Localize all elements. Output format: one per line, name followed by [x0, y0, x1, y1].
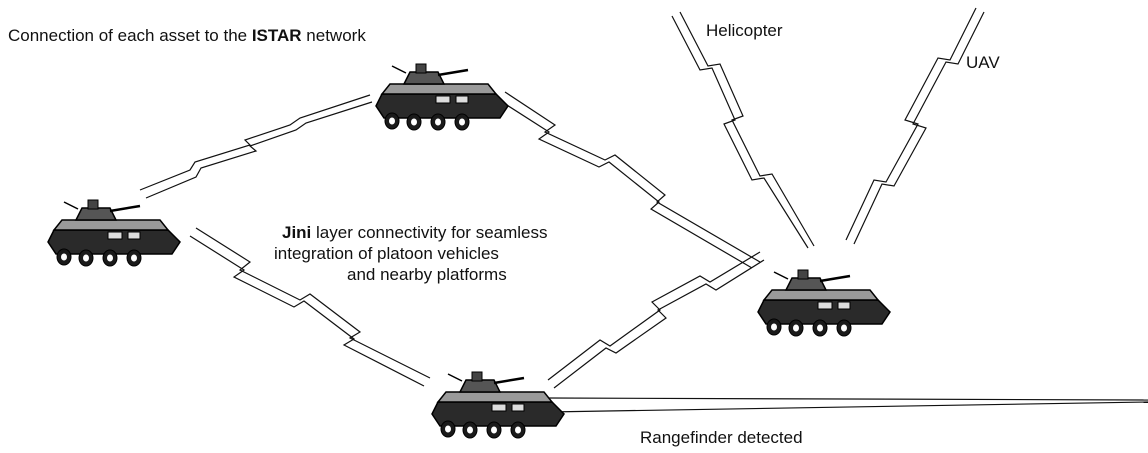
jini-line-3: and nearby platforms	[347, 265, 507, 284]
jini-description: Jini layer connectivity for seamless int…	[268, 222, 668, 285]
diagram-title: Connection of each asset to the ISTAR ne…	[8, 26, 366, 46]
jini-line-2: integration of platoon vehicles	[274, 244, 499, 263]
title-suffix: network	[301, 26, 366, 45]
title-prefix: Connection of each asset to the	[8, 26, 252, 45]
link-helicopter-right	[671, 15, 809, 249]
link-bottom-right-b	[553, 259, 765, 389]
jini-emphasis: Jini	[282, 223, 312, 242]
link-uav-right-b	[853, 11, 985, 245]
link-bottom-right	[547, 251, 761, 381]
link-left-bottom-b	[189, 235, 425, 387]
rangefinder-beam-upper	[547, 397, 1148, 401]
link-left-top-b	[145, 101, 373, 199]
link-top-right-b	[498, 99, 753, 269]
rangefinder-beam-lower	[547, 401, 1148, 413]
vehicle-top	[374, 62, 510, 132]
link-uav-right	[845, 7, 977, 241]
rangefinder-label: Rangefinder detected	[640, 428, 803, 447]
link-left-top	[139, 94, 371, 191]
jini-line-1-rest: layer connectivity for seamless	[311, 223, 548, 242]
link-helicopter-right-b	[679, 11, 815, 247]
jini-line-1: Jini layer connectivity for seamless	[268, 222, 668, 243]
vehicle-right	[756, 268, 892, 338]
vehicle-bottom	[430, 370, 566, 440]
title-istar: ISTAR	[251, 26, 302, 45]
uav-label: UAV	[966, 53, 1000, 72]
vehicle-left	[46, 198, 182, 268]
helicopter-label: Helicopter	[706, 21, 783, 40]
